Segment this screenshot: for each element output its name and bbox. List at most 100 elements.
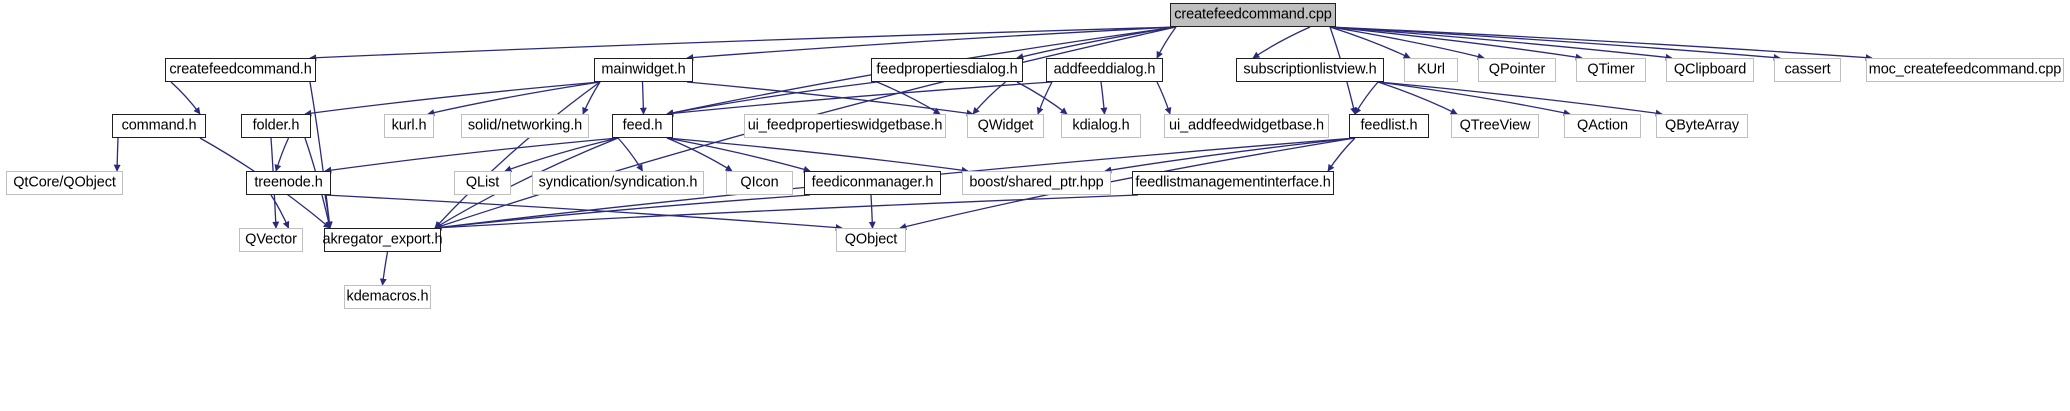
graph-node-createfeedcommand_h[interactable]: createfeedcommand.h <box>165 58 316 82</box>
graph-node-kdialog_h[interactable]: kdialog.h <box>1061 114 1141 138</box>
graph-node-label: ui_addfeedwidgetbase.h <box>1169 117 1325 134</box>
graph-edge <box>1329 26 1583 61</box>
graph-edge <box>1329 26 1673 61</box>
graph-node-label: feed.h <box>622 117 663 134</box>
graph-node-qtcore_qobject[interactable]: QtCore/QObject <box>6 171 123 195</box>
graph-node-kurl_cls[interactable]: KUrl <box>1404 58 1458 82</box>
graph-edge <box>1016 81 1068 115</box>
graph-edge <box>1354 81 1379 115</box>
graph-node-label: ui_feedpropertieswidgetbase.h <box>747 117 943 134</box>
graph-edge <box>434 194 811 231</box>
graph-node-qtimer[interactable]: QTimer <box>1576 58 1646 82</box>
graph-node-label: treenode.h <box>254 174 323 191</box>
graph-edge <box>686 26 1177 62</box>
graph-node-label: QAction <box>1577 117 1628 134</box>
graph-edge <box>434 194 1139 232</box>
graph-node-moc_createfeedcommand_cpp[interactable]: moc_createfeedcommand.cpp <box>1866 58 2064 82</box>
graph-edge <box>274 137 290 172</box>
graph-edge <box>1156 81 1172 115</box>
graph-node-qobject[interactable]: QObject <box>836 228 906 252</box>
graph-node-label: QIcon <box>740 174 779 191</box>
graph-node-treenode_h[interactable]: treenode.h <box>246 171 331 195</box>
graph-edge <box>666 137 969 174</box>
graph-node-label: createfeedcommand.h <box>169 61 312 78</box>
graph-node-kdemacros_h[interactable]: kdemacros.h <box>344 285 431 309</box>
graph-node-ui_feedpropertieswidgetbase_h[interactable]: ui_feedpropertieswidgetbase.h <box>744 114 946 138</box>
graph-node-label: feedlist.h <box>1360 117 1418 134</box>
graph-edge <box>1377 81 1663 117</box>
graph-edge <box>270 194 290 229</box>
graph-node-label: syndication/syndication.h <box>538 174 698 191</box>
graph-node-ui_addfeedwidgetbase_h[interactable]: ui_addfeedwidgetbase.h <box>1164 114 1329 138</box>
graph-node-label: solid/networking.h <box>467 117 583 134</box>
graph-node-label: folder.h <box>252 117 300 134</box>
graph-node-label: cassert <box>1784 61 1831 78</box>
graph-edge <box>1104 137 1356 174</box>
graph-node-mainwidget_h[interactable]: mainwidget.h <box>594 58 693 82</box>
graph-node-label: QtCore/QObject <box>13 174 116 191</box>
graph-node-label: QByteArray <box>1665 117 1739 134</box>
graph-edge <box>309 26 1177 62</box>
graph-node-label: feediconmanager.h <box>811 174 934 191</box>
graph-node-syndication_syndication_h[interactable]: syndication/syndication.h <box>532 171 704 195</box>
graph-node-subscriptionlistview_h[interactable]: subscriptionlistview.h <box>1236 58 1384 82</box>
graph-node-feedlistmanagementinterface_h[interactable]: feedlistmanagementinterface.h <box>1132 171 1334 195</box>
graph-node-folder_h[interactable]: folder.h <box>241 114 311 138</box>
graph-node-label: createfeedcommand.cpp <box>1174 6 1332 23</box>
graph-node-boost_shared_ptr_hpp[interactable]: boost/shared_ptr.hpp <box>962 171 1111 195</box>
graph-edge <box>582 81 601 115</box>
graph-node-label: QTimer <box>1587 61 1635 78</box>
graph-edge <box>324 194 333 229</box>
graph-edge <box>686 81 974 117</box>
graph-node-label: kurl.h <box>391 117 427 134</box>
graph-node-qtreeview[interactable]: QTreeView <box>1451 114 1539 138</box>
graph-node-qpointer[interactable]: QPointer <box>1478 58 1556 82</box>
graph-node-qwidget[interactable]: QWidget <box>967 114 1044 138</box>
graph-edge <box>868 194 876 229</box>
graph-edge <box>1100 81 1108 115</box>
graph-node-kurl_h[interactable]: kurl.h <box>384 114 434 138</box>
graph-node-qaction[interactable]: QAction <box>1564 114 1641 138</box>
graph-edge <box>1329 26 1485 60</box>
graph-edge <box>1377 81 1571 117</box>
graph-node-label: QClipboard <box>1673 61 1747 78</box>
graph-edge <box>113 137 121 172</box>
graph-node-label: feedlistmanagementinterface.h <box>1135 174 1331 191</box>
graph-node-qlist[interactable]: QList <box>454 171 511 195</box>
graph-node-createfeedcommand_cpp[interactable]: createfeedcommand.cpp <box>1170 3 1336 27</box>
graph-node-qvector[interactable]: QVector <box>239 228 303 252</box>
graph-edge <box>1329 26 1411 59</box>
graph-node-qbytearray[interactable]: QByteArray <box>1656 114 1748 138</box>
graph-node-cassert[interactable]: cassert <box>1774 58 1841 82</box>
graph-node-solid_networking_h[interactable]: solid/networking.h <box>461 114 589 138</box>
graph-node-label: moc_createfeedcommand.cpp <box>1868 61 2062 78</box>
graph-edge <box>1252 26 1311 59</box>
graph-node-feedpropertiesdialog_h[interactable]: feedpropertiesdialog.h <box>871 58 1023 82</box>
graph-edge <box>170 81 201 115</box>
graph-node-qicon[interactable]: QIcon <box>726 171 793 195</box>
graph-node-feed_h[interactable]: feed.h <box>612 114 673 138</box>
graph-edge <box>1036 81 1053 115</box>
graph-node-command_h[interactable]: command.h <box>112 114 206 138</box>
graph-edge <box>427 81 601 117</box>
graph-node-label: QObject <box>844 231 898 248</box>
graph-node-label: akregator_export.h <box>322 231 443 248</box>
graph-edge <box>304 81 601 117</box>
graph-node-label: QPointer <box>1488 61 1546 78</box>
graph-edge <box>666 137 811 173</box>
graph-node-addfeeddialog_h[interactable]: addfeeddialog.h <box>1046 58 1163 82</box>
graph-edge <box>876 81 941 115</box>
graph-node-qclipboard[interactable]: QClipboard <box>1666 58 1754 82</box>
graph-node-feedlist_h[interactable]: feedlist.h <box>1349 114 1429 138</box>
graph-edge <box>972 81 1006 115</box>
graph-edge <box>434 81 601 229</box>
graph-edge <box>1329 26 1873 62</box>
graph-edge <box>666 137 733 172</box>
graph-node-label: kdemacros.h <box>346 288 429 305</box>
graph-node-label: mainwidget.h <box>601 61 686 78</box>
graph-node-feediconmanager_h[interactable]: feediconmanager.h <box>804 171 941 195</box>
graph-node-akregator_export_h[interactable]: akregator_export.h <box>323 228 443 252</box>
graph-edge <box>617 137 644 172</box>
graph-edge <box>1329 26 1781 61</box>
